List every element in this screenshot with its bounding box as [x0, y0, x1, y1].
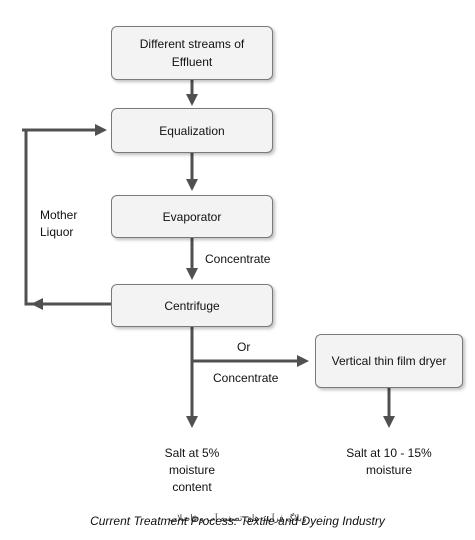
node-evaporator-label: Evaporator	[162, 209, 222, 224]
node-centrifuge-label: Centrifuge	[164, 298, 220, 313]
node-centrifuge: Centrifuge	[111, 284, 273, 327]
figure-caption: Current Treatment Process: Textile and D…	[90, 514, 385, 528]
output-salt-5: Salt at 5% moisture content	[164, 446, 220, 494]
node-equalization-label: Equalization	[159, 123, 225, 138]
node-dryer-label: Vertical thin film dryer	[331, 354, 447, 368]
watermark-text: وبلاگ فرآیند های تصفیه آب و فاضلاب	[168, 513, 307, 523]
node-dryer: Vertical thin film dryer	[315, 334, 463, 388]
label-mother-liquor: Mother Liquor	[40, 208, 78, 239]
label-or: Or	[237, 340, 251, 354]
node-evaporator: Evaporator	[111, 195, 273, 238]
label-concentrate-2: Concentrate	[213, 371, 279, 385]
node-equalization: Equalization	[111, 108, 273, 153]
label-concentrate-1: Concentrate	[205, 252, 271, 266]
output-salt-10-15: Salt at 10 - 15% moisture	[346, 446, 432, 477]
node-effluent: Different streams of Effluent	[111, 26, 273, 80]
node-effluent-label: Different streams of Effluent	[139, 37, 245, 69]
